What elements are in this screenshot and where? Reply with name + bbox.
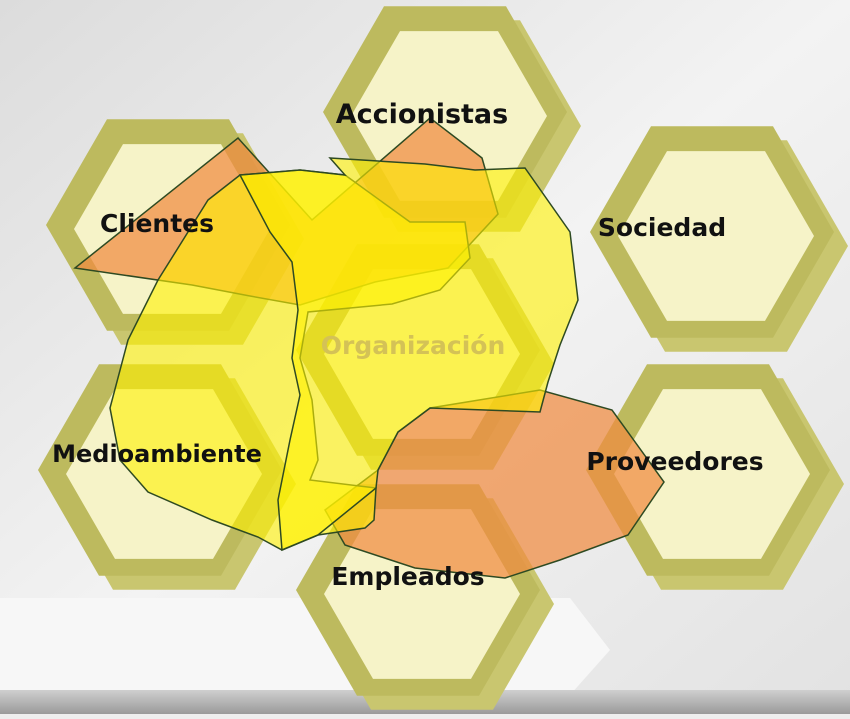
- label-clients: Clientes: [100, 209, 214, 238]
- hex-society: [590, 126, 848, 352]
- label-society: Sociedad: [598, 213, 726, 242]
- label-shareholders: Accionistas: [336, 99, 508, 130]
- label-employees: Empleados: [331, 562, 484, 591]
- label-environment: Medioambiente: [52, 440, 262, 468]
- hex-suppliers-face: [614, 389, 810, 559]
- yellow-region-right: [238, 157, 579, 552]
- label-suppliers: Proveedores: [586, 447, 763, 476]
- hex-suppliers: [586, 364, 844, 590]
- hex-society-face: [618, 151, 814, 321]
- label-organization: Organización: [321, 331, 506, 360]
